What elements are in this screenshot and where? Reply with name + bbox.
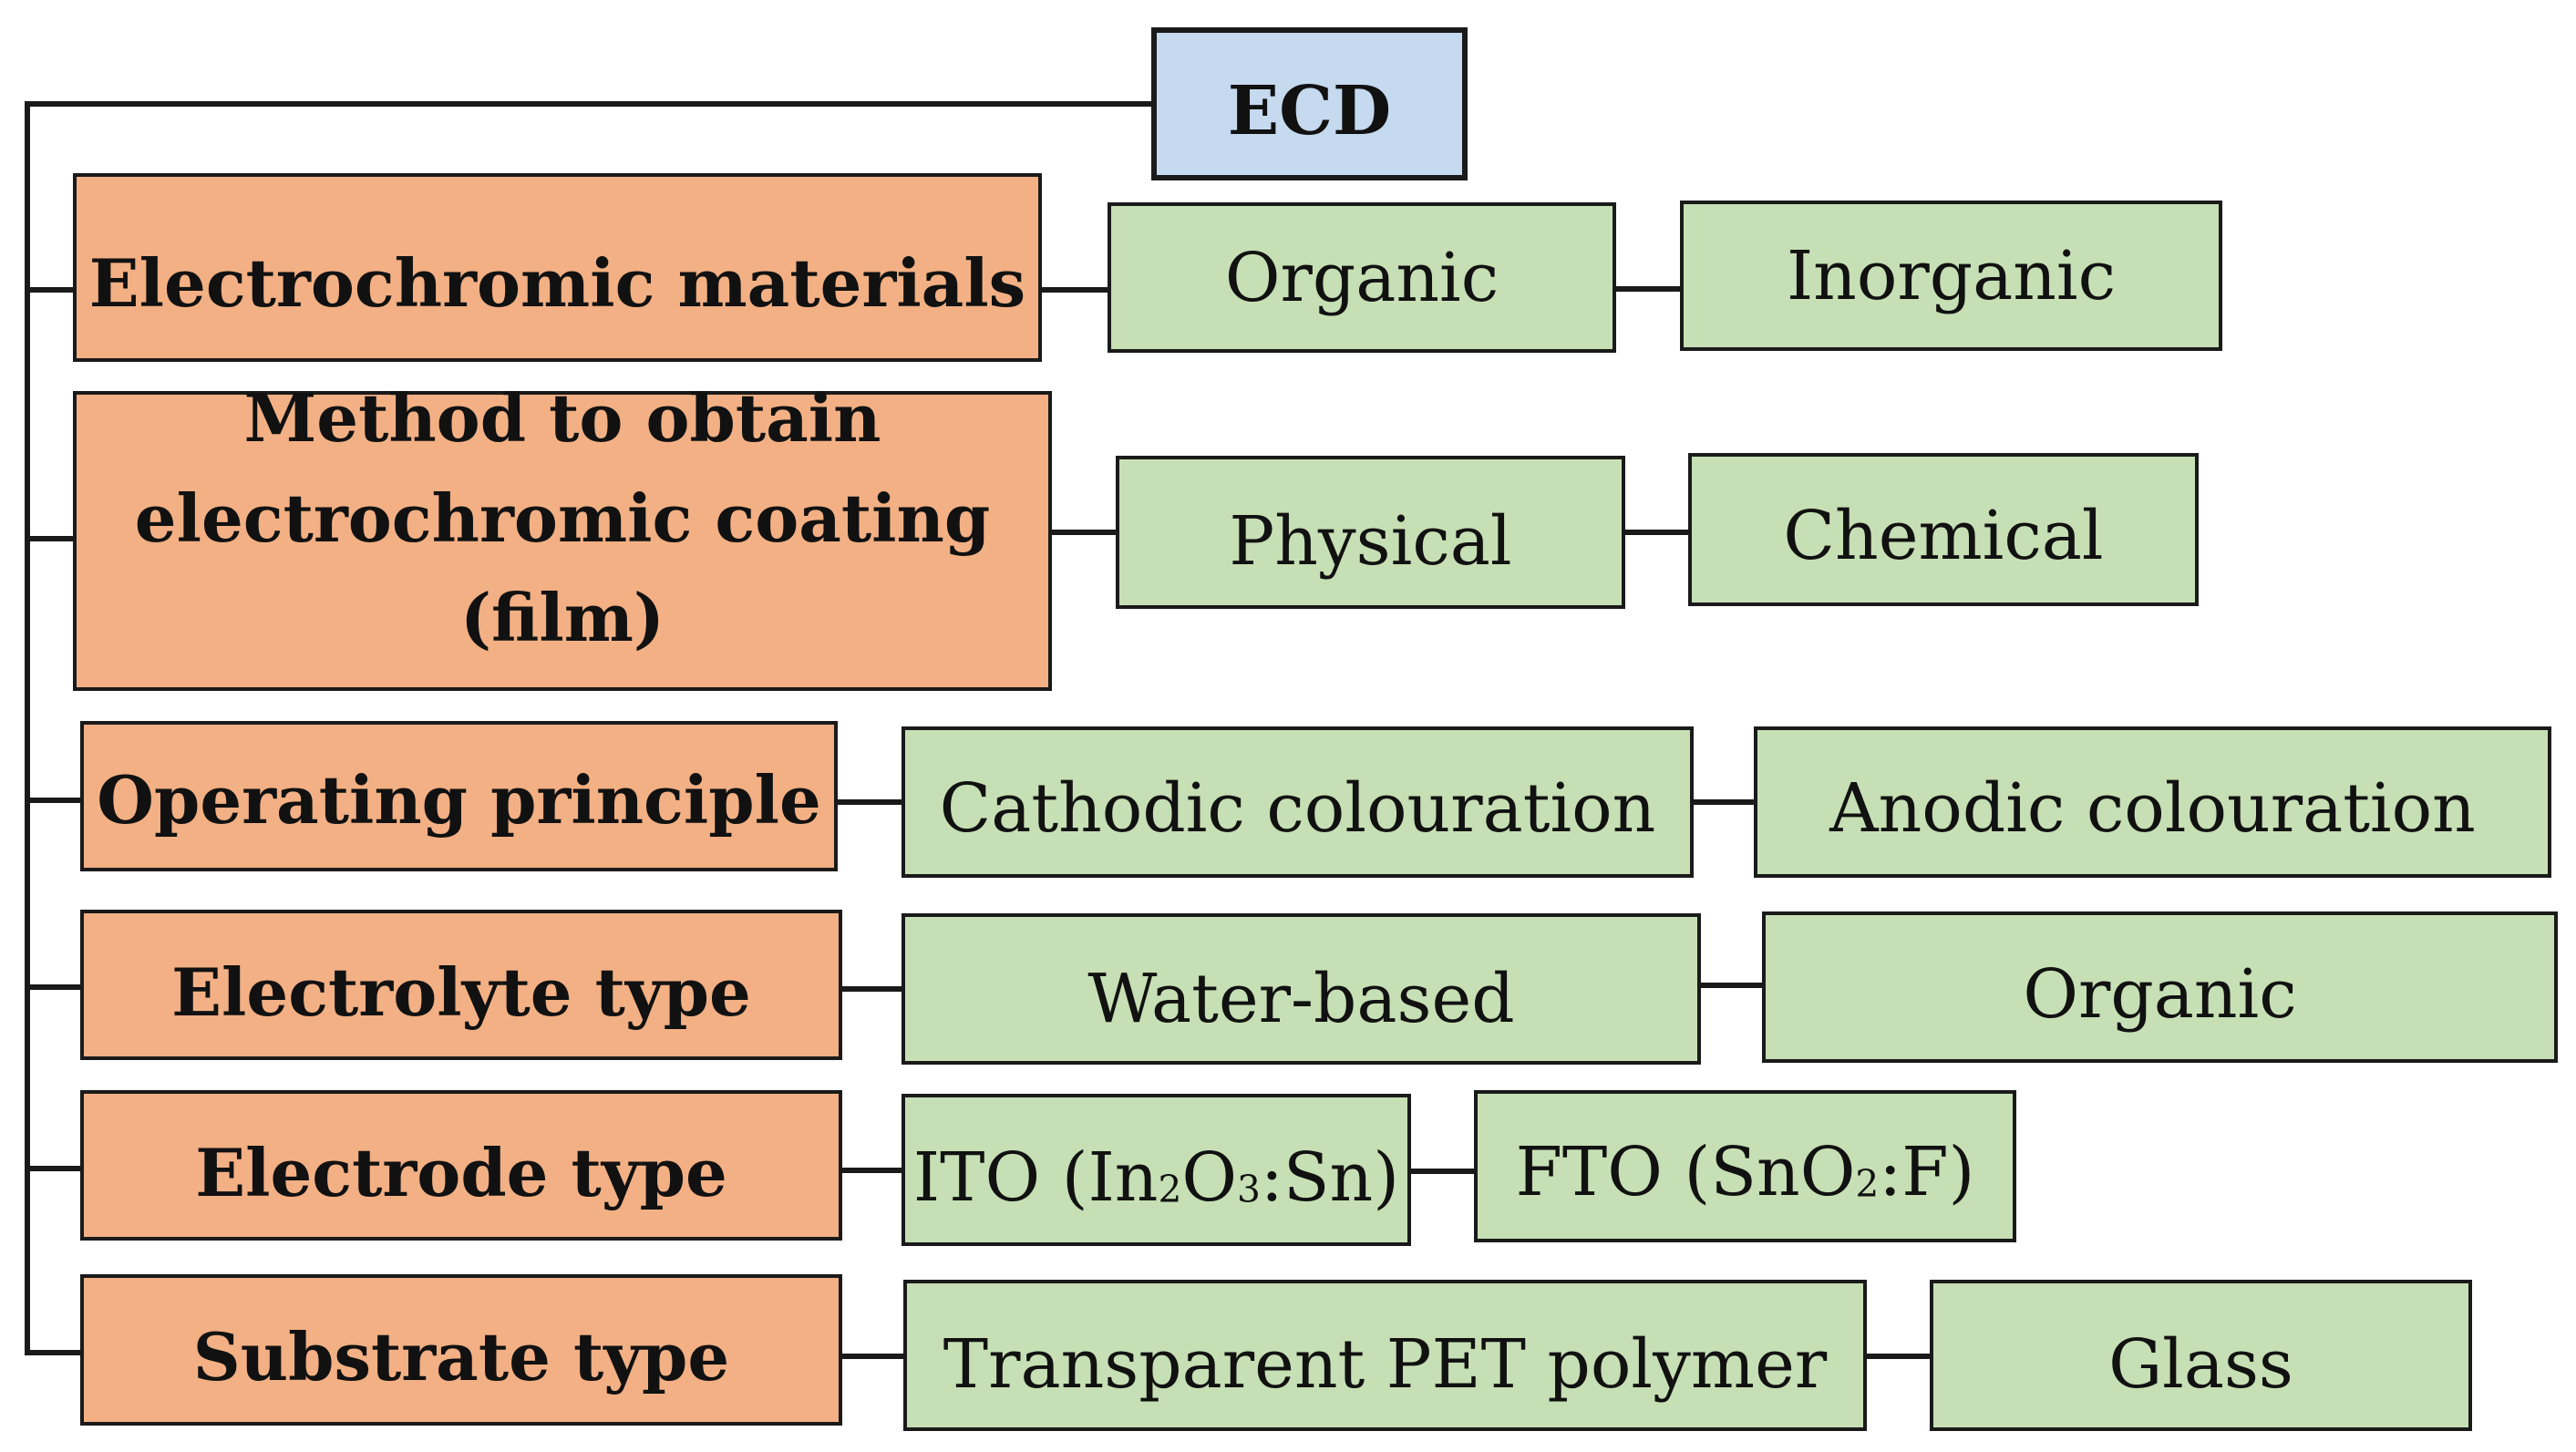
option-physical: Physical bbox=[1116, 456, 1625, 609]
trunk-line bbox=[25, 101, 1151, 1355]
option-label: Chemical bbox=[1783, 497, 2104, 575]
option-organic-electrolyte: Organic bbox=[1762, 911, 2558, 1063]
option-label: Cathodic colouration bbox=[939, 769, 1656, 848]
option-transparent-pet-polymer: Transparent PET polymer bbox=[903, 1280, 1867, 1431]
category-electrochromic-materials: Electrochromic materials bbox=[73, 173, 1042, 362]
category-label-line-1: Method to obtain bbox=[243, 379, 881, 458]
option-organic-material: Organic bbox=[1108, 202, 1616, 353]
option-label: ITO (In2O3:Sn) bbox=[912, 1138, 1400, 1217]
category-electrolyte-type: Electrolyte type bbox=[80, 910, 842, 1060]
category-label-line-2: electrochromic coating (film) bbox=[134, 479, 991, 657]
option-label: FTO (SnO2:F) bbox=[1515, 1132, 1975, 1211]
option-inorganic-material: Inorganic bbox=[1680, 201, 2222, 351]
option-label: Physical bbox=[1229, 502, 1512, 581]
option-label: Transparent PET polymer bbox=[943, 1325, 1828, 1404]
option-cathodic-colouration: Cathodic colouration bbox=[902, 726, 1694, 878]
option-label: Water-based bbox=[1087, 960, 1515, 1038]
root-label: ECD bbox=[1227, 72, 1392, 150]
option-ito: ITO (In2O3:Sn) bbox=[902, 1094, 1411, 1246]
option-label: Organic bbox=[1224, 238, 1499, 317]
category-method-to-obtain-coating: Method to obtain electrochromic coating … bbox=[73, 379, 1052, 691]
category-substrate-type: Substrate type bbox=[80, 1274, 842, 1426]
option-fto: FTO (SnO2:F) bbox=[1474, 1090, 2016, 1242]
category-operating-principle: Operating principle bbox=[80, 721, 838, 871]
option-glass: Glass bbox=[1930, 1280, 2472, 1431]
category-electrode-type: Electrode type bbox=[80, 1090, 842, 1241]
option-label: Inorganic bbox=[1786, 236, 2117, 315]
category-label: Operating principle bbox=[97, 760, 821, 839]
category-label: Electrochromic materials bbox=[88, 243, 1026, 322]
category-label: Electrolyte type bbox=[171, 953, 751, 1031]
option-chemical: Chemical bbox=[1688, 453, 2199, 606]
root-node-ecd: ECD bbox=[1151, 27, 1468, 180]
option-label: Anodic colouration bbox=[1829, 769, 2476, 848]
option-label: Organic bbox=[2023, 955, 2297, 1034]
option-anodic-colouration: Anodic colouration bbox=[1754, 726, 2551, 878]
option-label: Glass bbox=[2108, 1325, 2293, 1404]
option-water-based: Water-based bbox=[902, 913, 1701, 1065]
category-label: Substrate type bbox=[192, 1318, 730, 1396]
category-label: Electrode type bbox=[195, 1133, 727, 1211]
